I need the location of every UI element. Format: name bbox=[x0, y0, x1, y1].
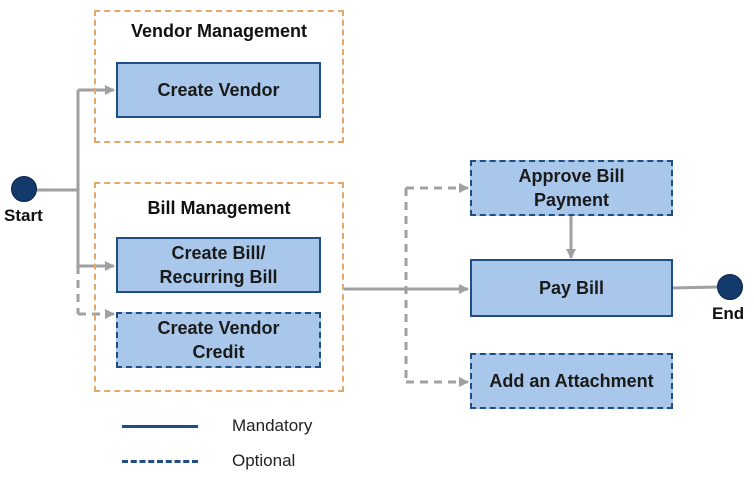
legend-mandatory-line bbox=[122, 425, 198, 428]
vendor-management-title: Vendor Management bbox=[130, 21, 308, 41]
end-label: End bbox=[712, 304, 745, 323]
bill-management-group: Bill Management bbox=[94, 182, 344, 392]
legend-optional-label: Optional bbox=[232, 451, 296, 470]
start-label: Start bbox=[4, 206, 43, 225]
legend-optional-line bbox=[122, 460, 198, 463]
start-terminal bbox=[11, 176, 37, 202]
pay-bill-node[interactable]: Pay Bill bbox=[470, 259, 673, 317]
add-attachment-node[interactable]: Add an Attachment bbox=[470, 353, 673, 409]
connector-pay-to-end bbox=[671, 285, 719, 290]
create-vendor-credit-node[interactable]: Create Vendor Credit bbox=[116, 312, 321, 368]
create-bill-node[interactable]: Create Bill/ Recurring Bill bbox=[116, 237, 321, 293]
end-terminal bbox=[717, 274, 743, 300]
vendor-management-group: Vendor Management bbox=[94, 10, 344, 143]
create-vendor-node[interactable]: Create Vendor bbox=[116, 62, 321, 118]
legend-mandatory-label: Mandatory bbox=[232, 416, 313, 435]
approve-bill-payment-node[interactable]: Approve Bill Payment bbox=[470, 160, 673, 216]
bill-management-title: Bill Management bbox=[147, 198, 291, 218]
